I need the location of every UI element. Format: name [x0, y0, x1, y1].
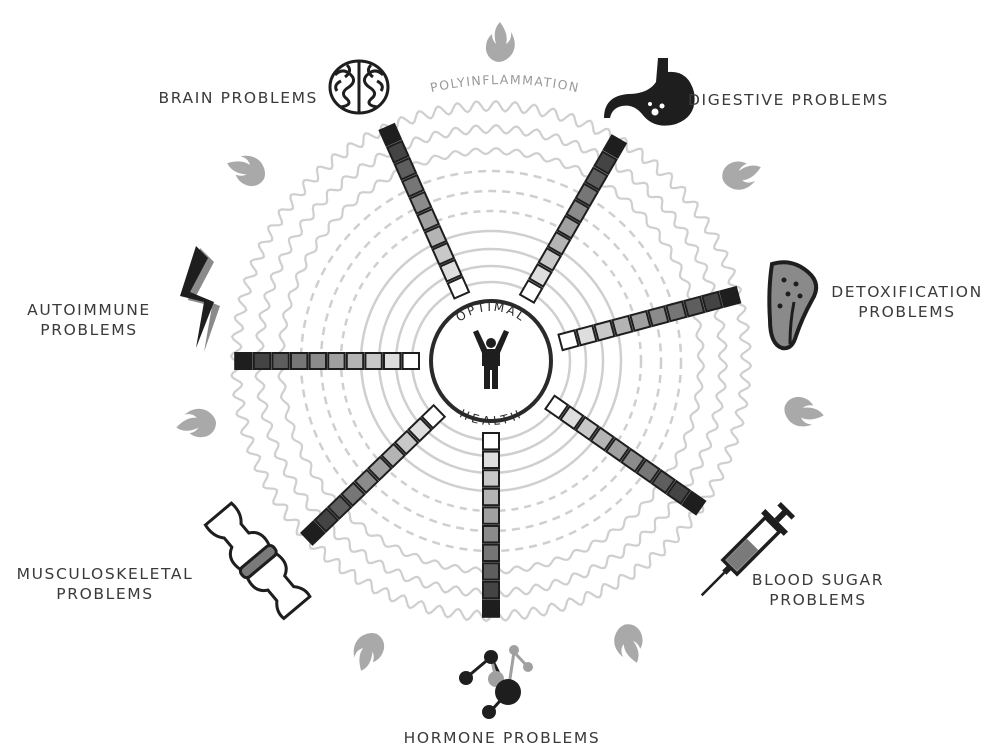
- spoke-segment: [483, 452, 499, 468]
- spoke-segment: [483, 526, 499, 542]
- spoke-segment: [347, 353, 363, 369]
- flame-icon: [222, 149, 269, 190]
- stomach-icon: [604, 58, 695, 126]
- spoke-segment: [594, 321, 614, 341]
- label-digestive-problems: DIGESTIVE PROBLEMS: [688, 90, 948, 110]
- spoke-segment: [403, 353, 419, 369]
- spoke-segment: [272, 353, 288, 369]
- spoke-segment: [666, 302, 686, 322]
- spoke-segment: [384, 353, 400, 369]
- flame-icon: [486, 22, 515, 62]
- label-detoxification-problems: DETOXIFICATION PROBLEMS: [814, 282, 1000, 322]
- spoke-segment: [648, 306, 668, 326]
- label-musculoskeletal-problems: MUSCULOSKELETAL PROBLEMS: [4, 564, 206, 604]
- spoke-segment: [720, 287, 740, 307]
- spoke-segment: [483, 545, 499, 561]
- label-brain-problems: BRAIN PROBLEMS: [104, 88, 318, 108]
- spoke-digestive: [520, 135, 626, 302]
- spoke-segment: [483, 582, 499, 598]
- label-blood-sugar-problems: BLOOD SUGAR PROBLEMS: [736, 570, 900, 610]
- spoke-hormone: [483, 433, 499, 617]
- spoke-segment: [483, 433, 499, 449]
- spoke-segment: [483, 470, 499, 486]
- brain-icon: [330, 61, 388, 113]
- flame-icon: [609, 620, 650, 667]
- spoke-segment: [291, 353, 307, 369]
- optimal-health-hub: OPTIMAL HEALTH: [431, 300, 551, 428]
- spoke-segment: [328, 353, 344, 369]
- flame-icon: [782, 395, 826, 430]
- flame-icon: [347, 628, 388, 675]
- spoke-segment: [702, 292, 722, 312]
- spoke-segment: [483, 489, 499, 505]
- spoke-segment: [483, 563, 499, 579]
- spoke-segment: [630, 311, 650, 331]
- molecule-icon: [459, 645, 533, 719]
- flame-icon: [718, 154, 765, 195]
- spoke-segment: [310, 353, 326, 369]
- spoke-segment: [254, 353, 270, 369]
- lightning-bolt-icon: [180, 246, 220, 352]
- spoke-musculoskeletal: [301, 405, 444, 544]
- label-autoimmune-problems: AUTOIMMUNE PROBLEMS: [14, 300, 164, 340]
- spoke-segment: [558, 330, 578, 350]
- spoke-blood-sugar: [545, 396, 705, 515]
- spoke-segment: [483, 507, 499, 523]
- spoke-segment: [365, 353, 381, 369]
- polyinflammation-label: POLYINFLAMMATION: [429, 72, 581, 95]
- flame-icon: [174, 406, 218, 441]
- spoke-segment: [483, 600, 499, 616]
- spoke-segment: [612, 316, 632, 336]
- liver-icon: [769, 262, 816, 348]
- spoke-segment: [684, 297, 704, 317]
- spoke-autoimmune: [235, 353, 419, 369]
- label-hormone-problems: HORMONE PROBLEMS: [366, 728, 638, 748]
- spoke-segment: [235, 353, 251, 369]
- spoke-segment: [576, 326, 596, 346]
